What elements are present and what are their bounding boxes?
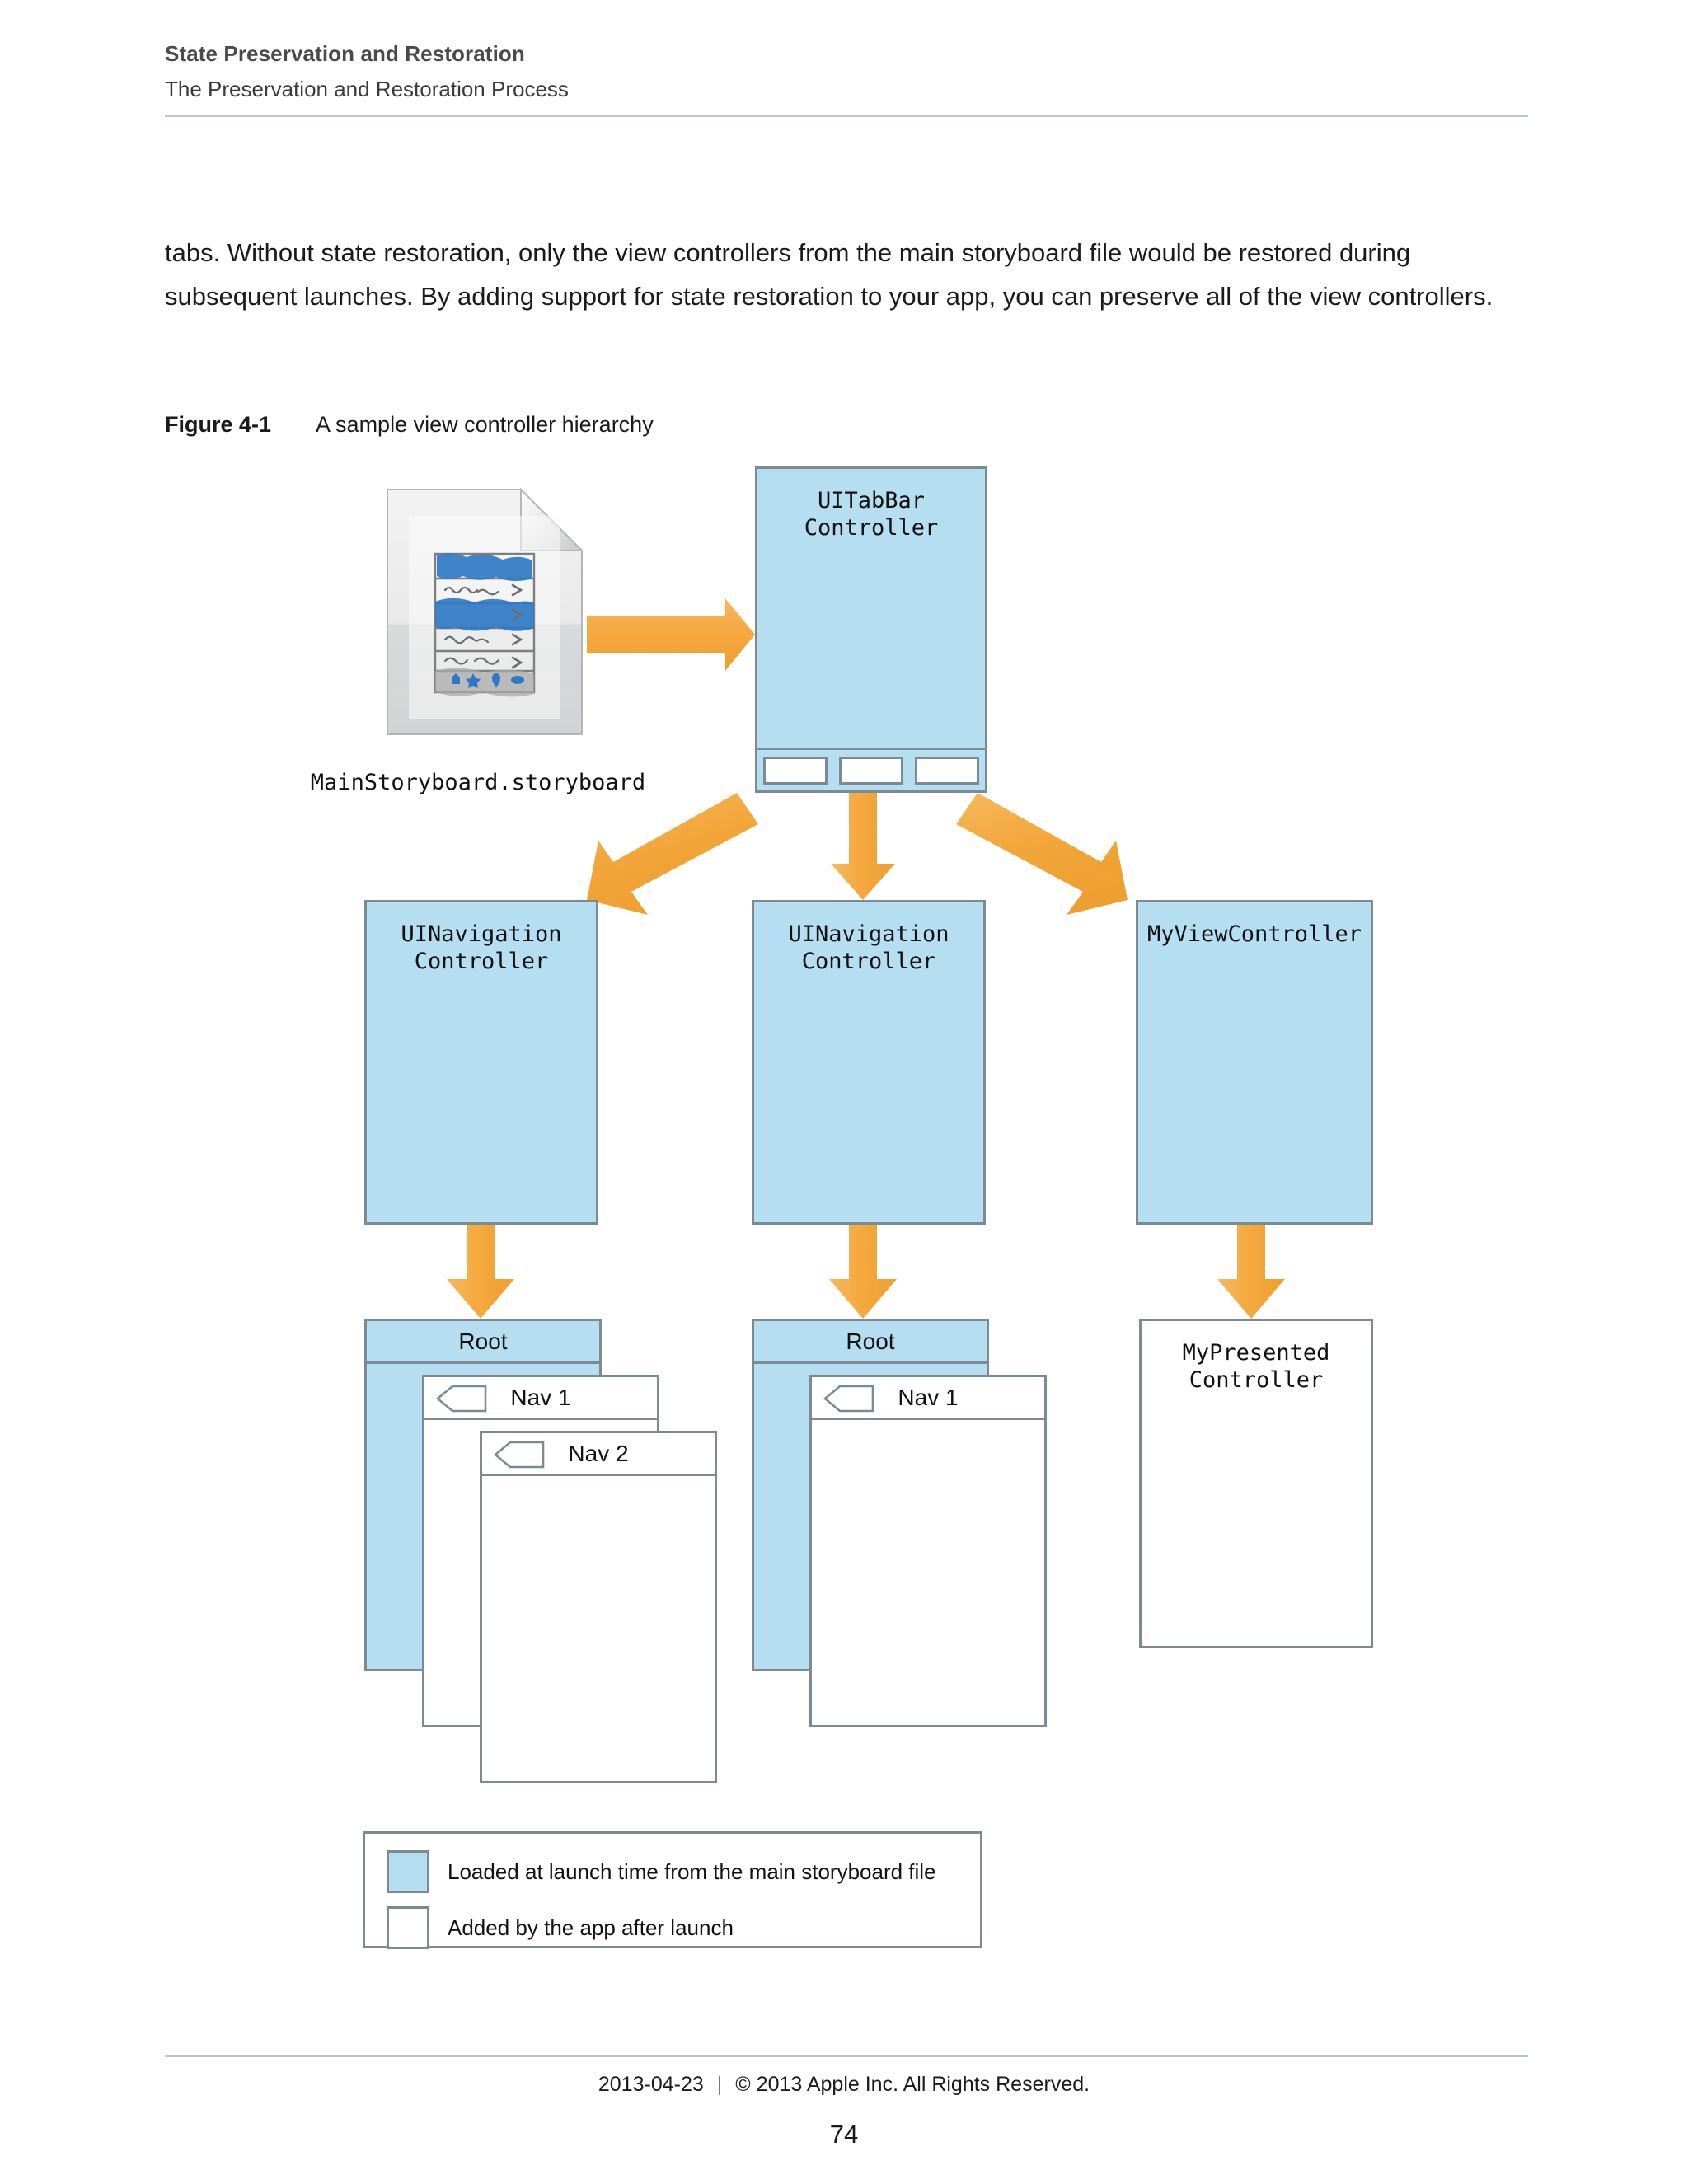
card-nav1-middle-title-bar: Nav 1 bbox=[812, 1377, 1044, 1420]
node-mypresentedcontroller-label: MyPresented Controller bbox=[1182, 1340, 1330, 1393]
footer-date: 2013-04-23 bbox=[598, 2073, 704, 2096]
arrow-my-view-to-my-presented bbox=[1217, 1224, 1285, 1319]
footer-line: 2013-04-23 | © 2013 Apple Inc. All Rights … bbox=[0, 2073, 1688, 2097]
storyboard-file-label: MainStoryboard.storyboard bbox=[310, 770, 646, 795]
arrow-middle-nav-to-root bbox=[829, 1224, 897, 1319]
legend-swatch-white bbox=[387, 1906, 429, 1949]
running-head-title: State Preservation and Restoration bbox=[165, 41, 525, 66]
back-chevron-icon[interactable] bbox=[823, 1385, 874, 1413]
node-myviewcontroller-label: MyViewController bbox=[1146, 921, 1362, 947]
tab-slot-2[interactable] bbox=[839, 756, 903, 785]
figure-legend: Loaded at launch time from the main stor… bbox=[363, 1831, 982, 1949]
node-uinavigationcontroller-middle: UINavigation Controller bbox=[752, 900, 986, 1225]
body-paragraph: tabs. Without state restoration, only th… bbox=[165, 238, 1493, 311]
card-nav2-left: Nav 2 bbox=[480, 1431, 717, 1783]
footer-divider bbox=[165, 2055, 1528, 2057]
storyboard-file-icon bbox=[382, 486, 587, 738]
page-number: 74 bbox=[829, 2120, 859, 2149]
card-nav1-middle: Nav 1 bbox=[809, 1375, 1047, 1727]
legend-label-loaded: Loaded at launch time from the main stor… bbox=[448, 1858, 936, 1884]
back-chevron-icon[interactable] bbox=[494, 1441, 545, 1469]
footer-copyright: © 2013 Apple Inc. All Rights Reserved. bbox=[735, 2073, 1090, 2096]
arrow-tabbar-to-my-view-controller bbox=[956, 793, 1128, 915]
node-myviewcontroller: MyViewController bbox=[1136, 900, 1373, 1225]
tab-bar bbox=[757, 748, 985, 790]
card-root-left-title: Root bbox=[458, 1328, 508, 1354]
node-uinavigationcontroller-left-label: UINavigation Controller bbox=[401, 921, 562, 974]
legend-label-added: Added by the app after launch bbox=[448, 1915, 734, 1940]
figure-caption-text: A sample view controller hierarchy bbox=[316, 412, 654, 437]
arrow-tabbar-to-middle-nav bbox=[831, 793, 895, 900]
card-nav1-middle-title: Nav 1 bbox=[898, 1384, 959, 1410]
header-divider bbox=[165, 115, 1528, 117]
arrow-tabbar-to-left-nav bbox=[587, 793, 758, 915]
node-uinavigationcontroller-middle-label: UINavigation Controller bbox=[788, 921, 950, 974]
arrow-storyboard-to-tabbar bbox=[587, 598, 755, 671]
node-uitabbarcontroller-label: UITabBar Controller bbox=[804, 488, 939, 541]
tab-slot-3[interactable] bbox=[915, 756, 979, 785]
card-root-middle-title-bar: Root bbox=[754, 1321, 987, 1364]
card-nav2-left-title-bar: Nav 2 bbox=[482, 1433, 715, 1476]
node-uitabbarcontroller: UITabBar Controller bbox=[755, 466, 987, 793]
card-root-middle-title: Root bbox=[846, 1328, 895, 1354]
figure-caption: Figure 4-1 A sample view controller hiera… bbox=[165, 412, 654, 438]
node-uinavigationcontroller-left: UINavigation Controller bbox=[364, 900, 598, 1225]
legend-row-added: Added by the app after launch bbox=[387, 1906, 734, 1949]
footer-separator: | bbox=[716, 2073, 723, 2096]
tab-slot-1[interactable] bbox=[763, 756, 828, 785]
card-nav1-left-title-bar: Nav 1 bbox=[424, 1377, 657, 1420]
running-head: State Preservation and Restoration The P… bbox=[165, 40, 1533, 104]
legend-swatch-blue bbox=[387, 1850, 429, 1893]
figure-number: Figure 4-1 bbox=[165, 412, 272, 437]
back-chevron-icon[interactable] bbox=[436, 1385, 487, 1413]
card-nav1-left-title: Nav 1 bbox=[510, 1384, 571, 1410]
legend-row-loaded: Loaded at launch time from the main stor… bbox=[387, 1850, 936, 1893]
node-mypresentedcontroller: MyPresented Controller bbox=[1139, 1319, 1373, 1648]
card-root-left-title-bar: Root bbox=[367, 1321, 599, 1364]
running-head-subtitle: The Preservation and Restoration Process bbox=[165, 77, 569, 102]
card-nav2-left-title: Nav 2 bbox=[568, 1440, 629, 1466]
arrow-left-nav-to-root bbox=[447, 1224, 514, 1319]
